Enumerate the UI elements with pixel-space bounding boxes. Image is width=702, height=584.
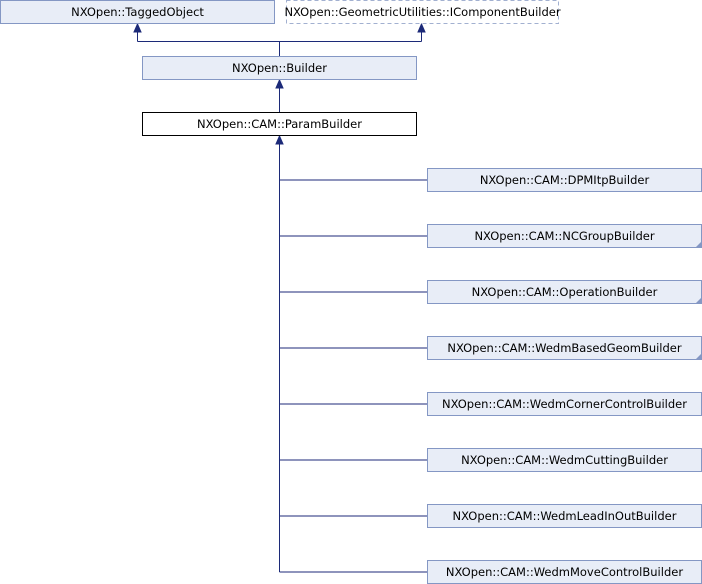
class-node-label: NXOpen::CAM::OperationBuilder [472, 285, 658, 299]
class-node-operation-builder[interactable]: NXOpen::CAM::OperationBuilder [427, 280, 702, 304]
arrow-to-builder [275, 78, 284, 89]
more-subclasses-marker [695, 241, 702, 248]
class-node-wedm-cutting-builder[interactable]: NXOpen::CAM::WedmCuttingBuilder [427, 448, 702, 472]
class-node-wedm-lead-in-out-builder[interactable]: NXOpen::CAM::WedmLeadInOutBuilder [427, 504, 702, 528]
class-node-tagged-object[interactable]: NXOpen::TaggedObject [0, 0, 275, 24]
class-node-wedm-move-control-builder[interactable]: NXOpen::CAM::WedmMoveControlBuilder [427, 560, 702, 584]
class-node-box [286, 0, 559, 24]
arrow-to-icomponent-builder [417, 22, 426, 33]
class-node-label: NXOpen::CAM::DPMItpBuilder [480, 173, 650, 187]
more-subclasses-marker [695, 353, 702, 360]
class-node-label: NXOpen::TaggedObject [71, 5, 204, 19]
class-node-label: NXOpen::CAM::ParamBuilder [197, 117, 362, 131]
class-node-builder[interactable]: NXOpen::Builder [142, 56, 417, 80]
edges-layer [133, 22, 427, 573]
class-node-param-builder[interactable]: NXOpen::CAM::ParamBuilder [142, 112, 417, 136]
class-node-icomponent-builder[interactable]: NXOpen::GeometricUtilities::IComponentBu… [284, 0, 561, 24]
class-node-ncgroup-builder[interactable]: NXOpen::CAM::NCGroupBuilder [427, 224, 702, 248]
class-node-box [142, 112, 417, 136]
class-node-label: NXOpen::CAM::WedmMoveControlBuilder [446, 565, 683, 579]
class-node-box [0, 0, 275, 24]
class-node-label: NXOpen::CAM::WedmBasedGeomBuilder [447, 341, 682, 355]
arrow-to-tagged-object [133, 22, 142, 33]
class-node-label: NXOpen::CAM::WedmCornerControlBuilder [442, 397, 687, 411]
class-node-dpmitp-builder[interactable]: NXOpen::CAM::DPMItpBuilder [427, 168, 702, 192]
class-node-label: NXOpen::GeometricUtilities::IComponentBu… [284, 5, 560, 19]
class-node-box [142, 56, 417, 80]
class-node-label: NXOpen::CAM::WedmCuttingBuilder [461, 453, 668, 467]
class-node-wedm-based-geom-builder[interactable]: NXOpen::CAM::WedmBasedGeomBuilder [427, 336, 702, 360]
class-node-label: NXOpen::Builder [232, 61, 327, 75]
class-node-label: NXOpen::CAM::WedmLeadInOutBuilder [453, 509, 677, 523]
arrow-to-param-builder [275, 134, 284, 145]
more-subclasses-marker [695, 297, 702, 304]
class-node-wedm-corner-control-builder[interactable]: NXOpen::CAM::WedmCornerControlBuilder [427, 392, 702, 416]
class-node-label: NXOpen::CAM::NCGroupBuilder [474, 229, 654, 243]
